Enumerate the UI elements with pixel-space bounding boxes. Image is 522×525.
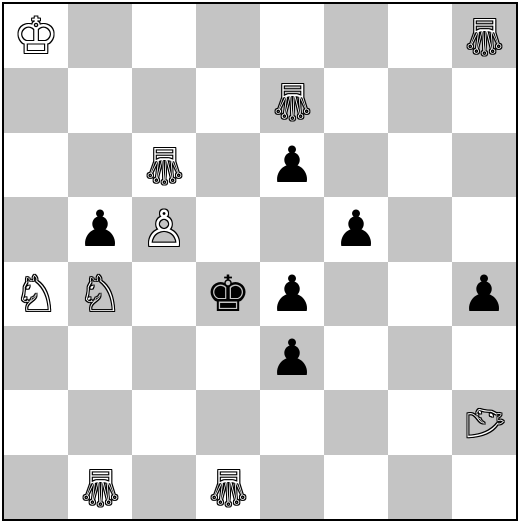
square-d2[interactable] — [196, 390, 260, 454]
black-pawn-e4-icon[interactable]: ♟ — [270, 269, 315, 319]
square-f2[interactable] — [324, 390, 388, 454]
black-king-d4-icon[interactable]: ♚ — [206, 269, 251, 319]
square-d4[interactable]: ♚ — [196, 262, 260, 326]
white-king-a8-icon[interactable]: ♔ — [14, 11, 59, 61]
square-h6[interactable] — [452, 133, 516, 197]
black-pawn-h4-icon[interactable]: ♟ — [462, 269, 507, 319]
square-f3[interactable] — [324, 326, 388, 390]
square-f8[interactable] — [324, 4, 388, 68]
square-d8[interactable] — [196, 4, 260, 68]
square-g1[interactable] — [388, 455, 452, 519]
square-h5[interactable] — [452, 197, 516, 261]
square-g4[interactable] — [388, 262, 452, 326]
white-pawn-c5-icon[interactable]: ♙ — [142, 204, 187, 254]
white-queen-inverted-e7-icon[interactable]: ♕ — [270, 76, 315, 126]
black-pawn-e3-icon[interactable]: ♟ — [270, 333, 315, 383]
white-queen-inverted-d1-icon[interactable]: ♕ — [206, 462, 251, 512]
square-a2[interactable] — [4, 390, 68, 454]
square-h2[interactable]: ♘ — [452, 390, 516, 454]
square-h7[interactable] — [452, 68, 516, 132]
square-e7[interactable]: ♕ — [260, 68, 324, 132]
square-c7[interactable] — [132, 68, 196, 132]
square-a3[interactable] — [4, 326, 68, 390]
square-a6[interactable] — [4, 133, 68, 197]
white-queen-inverted-b1-icon[interactable]: ♕ — [78, 462, 123, 512]
square-a5[interactable] — [4, 197, 68, 261]
square-e1[interactable] — [260, 455, 324, 519]
square-d5[interactable] — [196, 197, 260, 261]
square-e8[interactable] — [260, 4, 324, 68]
square-f1[interactable] — [324, 455, 388, 519]
square-b8[interactable] — [68, 4, 132, 68]
square-c8[interactable] — [132, 4, 196, 68]
square-g8[interactable] — [388, 4, 452, 68]
square-c6[interactable]: ♕ — [132, 133, 196, 197]
square-b2[interactable] — [68, 390, 132, 454]
square-d3[interactable] — [196, 326, 260, 390]
square-g5[interactable] — [388, 197, 452, 261]
square-h1[interactable] — [452, 455, 516, 519]
square-e4[interactable]: ♟ — [260, 262, 324, 326]
chess-board: ♔ ♕ ♕ ♕ ♟ ♟ ♙ ♟ ♘ ♘ ♚ ♟ ♟ ♟ ♘ ♕ ♕ — [2, 2, 518, 521]
square-a7[interactable] — [4, 68, 68, 132]
square-h8[interactable]: ♕ — [452, 4, 516, 68]
square-g6[interactable] — [388, 133, 452, 197]
square-a8[interactable]: ♔ — [4, 4, 68, 68]
square-b5[interactable]: ♟ — [68, 197, 132, 261]
white-knight-rotated-h2-icon[interactable]: ♘ — [459, 400, 509, 445]
square-e3[interactable]: ♟ — [260, 326, 324, 390]
square-b7[interactable] — [68, 68, 132, 132]
square-f6[interactable] — [324, 133, 388, 197]
square-b1[interactable]: ♕ — [68, 455, 132, 519]
square-h3[interactable] — [452, 326, 516, 390]
square-a4[interactable]: ♘ — [4, 262, 68, 326]
square-f5[interactable]: ♟ — [324, 197, 388, 261]
square-f4[interactable] — [324, 262, 388, 326]
square-d1[interactable]: ♕ — [196, 455, 260, 519]
square-g7[interactable] — [388, 68, 452, 132]
square-b4[interactable]: ♘ — [68, 262, 132, 326]
square-e2[interactable] — [260, 390, 324, 454]
white-knight-b4-icon[interactable]: ♘ — [78, 269, 123, 319]
square-b3[interactable] — [68, 326, 132, 390]
black-pawn-e6-icon[interactable]: ♟ — [270, 140, 315, 190]
square-d7[interactable] — [196, 68, 260, 132]
square-g2[interactable] — [388, 390, 452, 454]
square-e6[interactable]: ♟ — [260, 133, 324, 197]
square-h4[interactable]: ♟ — [452, 262, 516, 326]
square-c5[interactable]: ♙ — [132, 197, 196, 261]
square-c1[interactable] — [132, 455, 196, 519]
square-c2[interactable] — [132, 390, 196, 454]
square-a1[interactable] — [4, 455, 68, 519]
square-e5[interactable] — [260, 197, 324, 261]
black-pawn-f5-icon[interactable]: ♟ — [334, 204, 379, 254]
white-knight-a4-icon[interactable]: ♘ — [14, 269, 59, 319]
square-b6[interactable] — [68, 133, 132, 197]
square-d6[interactable] — [196, 133, 260, 197]
square-c4[interactable] — [132, 262, 196, 326]
white-queen-inverted-h8-icon[interactable]: ♕ — [462, 11, 507, 61]
square-f7[interactable] — [324, 68, 388, 132]
square-c3[interactable] — [132, 326, 196, 390]
square-g3[interactable] — [388, 326, 452, 390]
black-pawn-b5-icon[interactable]: ♟ — [78, 204, 123, 254]
white-queen-inverted-c6-icon[interactable]: ♕ — [142, 140, 187, 190]
